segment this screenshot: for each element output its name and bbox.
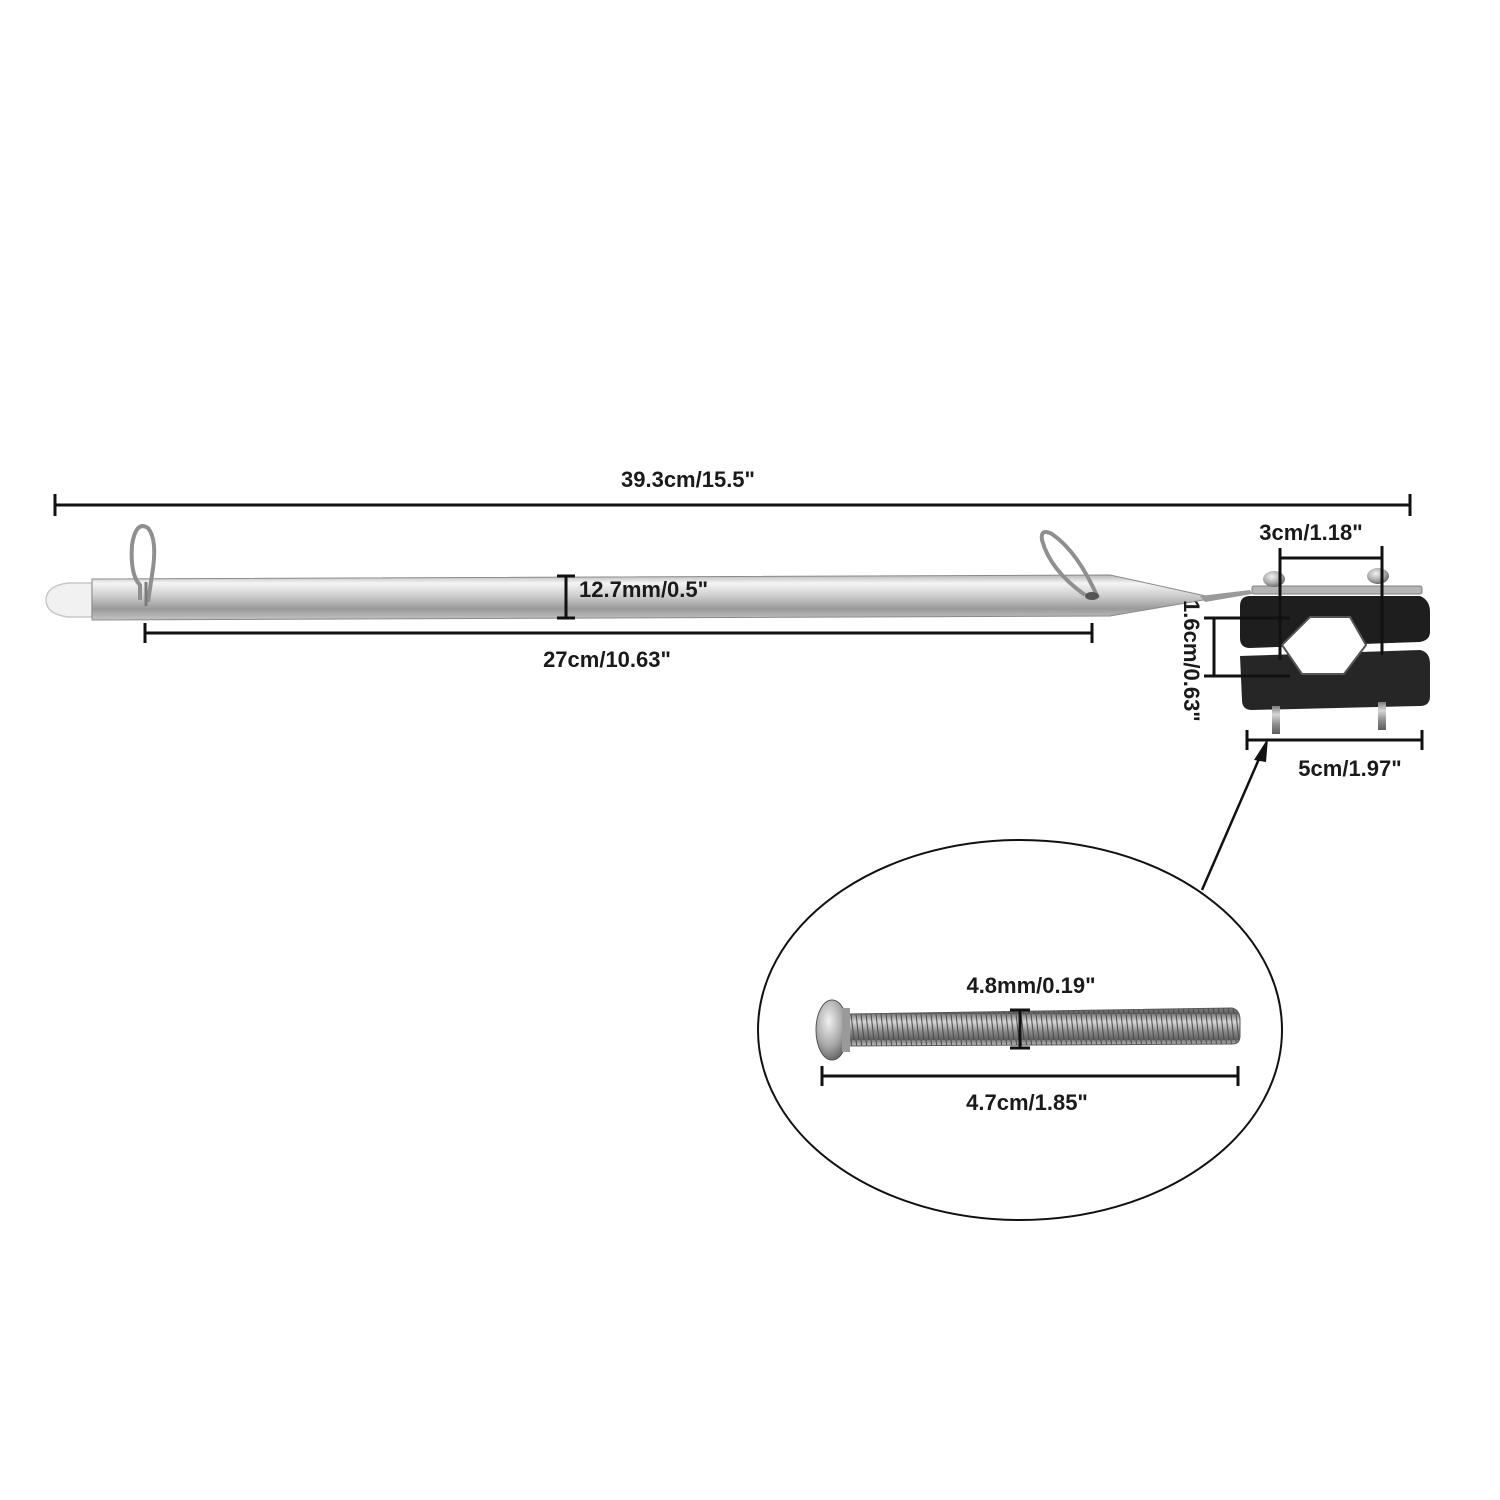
clamp-screw-head-left xyxy=(1263,571,1285,587)
right-flag-ring xyxy=(1039,530,1100,599)
clamp-screw-head-right xyxy=(1367,568,1389,584)
screw-length-dimension: 4.7cm/1.85" xyxy=(820,1066,1240,1115)
screw-length-label: 4.7cm/1.85" xyxy=(966,1090,1088,1115)
overall-length-label: 39.3cm/15.5" xyxy=(621,467,755,492)
pole-length-dimension: 27cm/10.63" xyxy=(143,623,1094,672)
clamp-gap-label: 3cm/1.18" xyxy=(1259,520,1362,545)
clamp-width-label: 5cm/1.97" xyxy=(1298,756,1401,781)
pole-length-label: 27cm/10.63" xyxy=(543,647,671,672)
detail-pointer-arrow xyxy=(1200,738,1268,891)
pole-tube xyxy=(91,574,1216,621)
flag-pole xyxy=(45,524,1252,621)
end-cap xyxy=(45,582,93,618)
clamp-opening-dimension: 1.6cm/0.63" xyxy=(1179,600,1290,722)
screw-detail-callout xyxy=(757,839,1283,1221)
clamp-top-plate xyxy=(1251,585,1423,595)
screw xyxy=(815,999,1241,1061)
rail-clamp xyxy=(1240,568,1430,734)
pole-rod-tip xyxy=(1200,590,1252,602)
pole-diameter-label: 12.7mm/0.5" xyxy=(579,577,708,602)
overall-length-dimension: 39.3cm/15.5" xyxy=(53,467,1412,516)
left-flag-ring xyxy=(129,524,157,603)
screw-shaft xyxy=(845,1007,1241,1047)
pole-diameter-dimension: 12.7mm/0.5" xyxy=(557,574,708,620)
clamp-width-dimension: 5cm/1.97" xyxy=(1245,730,1424,781)
clamp-lower-block xyxy=(1240,650,1430,710)
clamp-screw-tail-left xyxy=(1272,706,1280,734)
clamp-screw-tail-right xyxy=(1378,702,1386,730)
clamp-opening xyxy=(1280,616,1368,675)
screw-diameter-dimension: 4.8mm/0.19" xyxy=(966,973,1096,1050)
screw-diameter-label: 4.8mm/0.19" xyxy=(966,973,1095,998)
clamp-opening-label: 1.6cm/0.63" xyxy=(1179,600,1204,722)
clamp-gap-dimension: 3cm/1.18" xyxy=(1259,520,1384,660)
